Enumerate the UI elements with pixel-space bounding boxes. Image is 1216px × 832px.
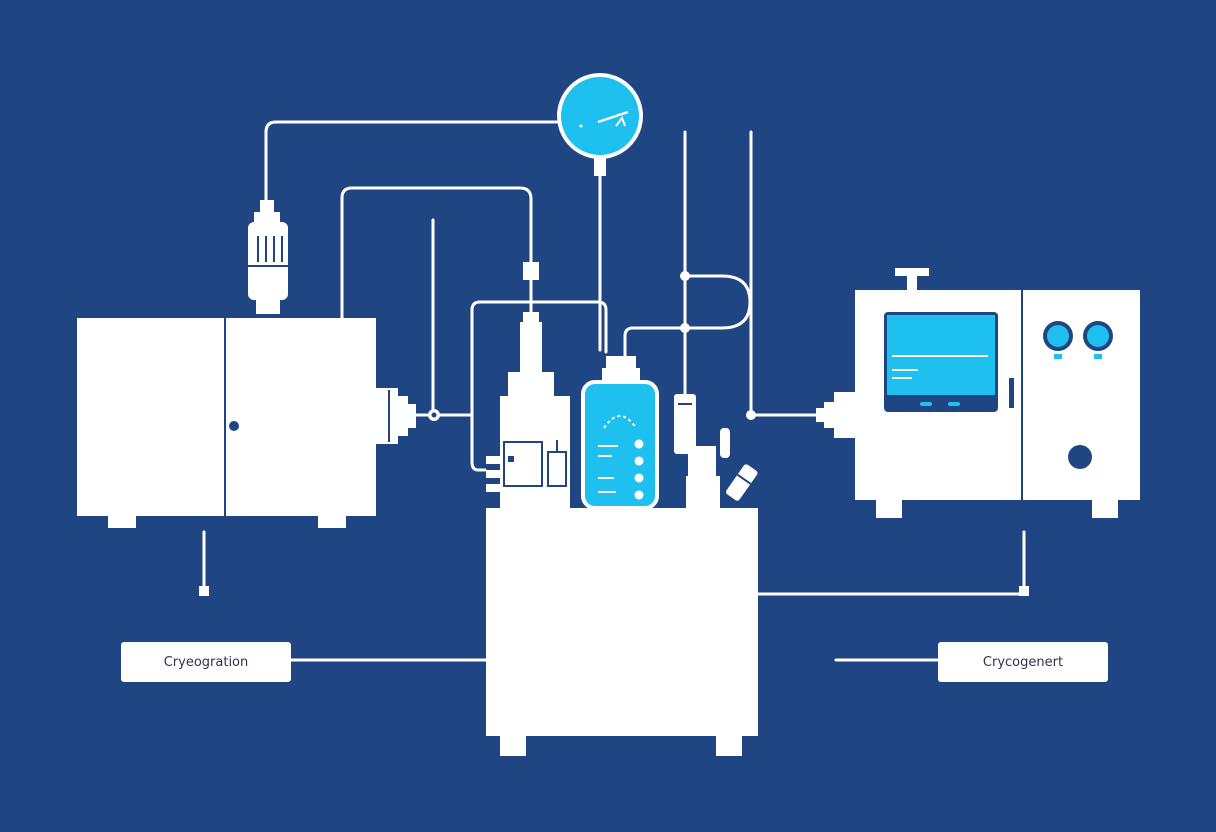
right-connector-flange [824,402,834,428]
flask-neck [606,356,636,370]
right-door-handle [1009,378,1014,408]
valve-handle [720,428,730,458]
junction-node [680,271,690,281]
display-button [948,402,960,406]
display-text-lines [892,355,988,379]
valve-base [686,476,720,510]
column-top [523,312,539,322]
column-port [486,456,500,464]
right-connector-flange [816,408,824,422]
right-cabinet-port [1068,445,1092,469]
regulator-cap [260,200,274,212]
panel-slot [508,456,514,462]
valve-body [688,446,716,476]
pressure-gauge [557,73,643,176]
flask-readout-lines [598,445,618,493]
control-knob-face [1087,325,1109,347]
gauge-needle [597,110,629,124]
flask-cap [602,368,640,382]
flask-body [581,380,659,510]
right-cabinet-foot [1092,498,1118,518]
flask-indicator-dots [634,439,644,500]
valve-housing [674,394,696,454]
regulator-collar [254,212,280,222]
left-cabinet [77,318,376,516]
knob-indicator [1094,354,1102,359]
pipe-arch-left-to-column [340,186,533,320]
control-knob-face [1047,325,1069,347]
pipe-loop-center-left [470,300,608,472]
pipe-junctions [199,262,1029,596]
junction-node [199,586,209,596]
gauge-tick [615,115,626,127]
angled-nozzle [726,464,758,501]
column-neck [520,322,542,372]
right-unit [816,268,1140,518]
left-unit [77,200,440,528]
knob-indicator [1054,354,1062,359]
top-handle-bar [895,268,929,276]
cabinet-foot [318,514,346,528]
right-cabinet-foot [876,498,902,518]
top-handle-stem [907,276,917,290]
pipe-left-valve-to-gauge [264,120,562,202]
gauge-tick [579,124,583,128]
cabinet-knob [229,421,239,431]
right-connector-flange [834,392,856,438]
left-unit-label: Cryeogration [121,642,291,682]
junction-node [680,323,690,333]
column-port [486,484,500,492]
pipe-bottom-right [756,530,1026,596]
regulator-ribs [248,236,288,267]
left-connector-flange [398,396,408,436]
column-shoulder [508,372,554,396]
gauge-stem [594,158,606,176]
right-unit-label: Crycogenert [938,642,1108,682]
gauge-face [557,73,643,159]
pipe-flask-top [623,326,688,360]
left-connector-port-hole [431,412,437,418]
junction-node [523,262,539,280]
junction-node [746,410,756,420]
left-connector-flange [376,388,398,444]
center-base-cabinet [486,508,758,736]
column-port [486,470,500,478]
pipe-right-loop [683,274,752,330]
junction-node [1019,586,1029,596]
cabinet-foot [108,514,136,528]
base-foot [500,734,526,756]
regulator-base [256,300,280,314]
left-connector-flange [408,404,416,428]
center-module [486,312,758,756]
display-button [920,402,932,406]
base-foot [716,734,742,756]
control-panel [503,441,543,487]
flask-dial [603,415,637,429]
